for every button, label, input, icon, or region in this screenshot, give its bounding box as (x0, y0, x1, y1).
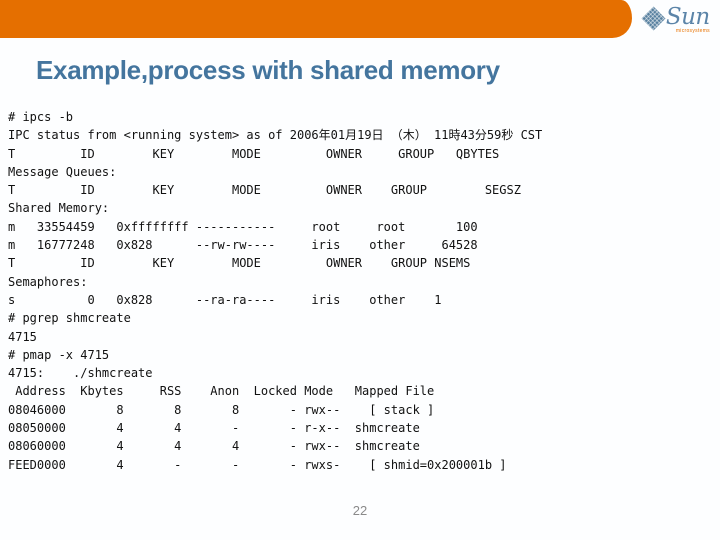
sun-brand-text: Sun (665, 4, 710, 30)
terminal-line: Message Queues: (8, 164, 117, 179)
terminal-line: 08060000 4 4 4 - rwx-- shmcreate (8, 439, 420, 454)
sun-logo: Sun microsystems (641, 5, 710, 34)
terminal-line: 4715: ./shmcreate (8, 366, 153, 381)
terminal-line: m 33554459 0xffffffff ----------- root r… (8, 219, 478, 234)
page-title: Example,process with shared memory (36, 55, 500, 85)
terminal-line: m 16777248 0x828 --rw-rw---- iris other … (8, 238, 478, 253)
terminal-line: Shared Memory: (8, 201, 110, 216)
terminal-line: IPC status from <running system> as of 2… (8, 128, 543, 143)
terminal-line: Address Kbytes RSS Anon Locked Mode Mapp… (8, 384, 435, 399)
terminal-line: # pgrep shmcreate (8, 311, 131, 326)
terminal-output: # ipcs -b IPC status from <running system… (8, 108, 542, 474)
header-bar (0, 0, 632, 38)
terminal-line: 4715 (8, 329, 37, 344)
sun-subbrand-text: microsystems (675, 28, 710, 34)
terminal-line: # ipcs -b (8, 110, 74, 124)
terminal-line: 08046000 8 8 8 - rwx-- [ stack ] (8, 402, 435, 417)
terminal-line: s 0 0x828 --ra-ra---- iris other 1 (8, 292, 442, 307)
terminal-line: Semaphores: (8, 274, 88, 289)
terminal-line: FEED0000 4 - - - rwxs- [ shmid=0x200001b… (8, 457, 507, 472)
page-number: 22 (352, 503, 368, 518)
terminal-line: T ID KEY MODE OWNER GROUP QBYTES (8, 146, 500, 161)
terminal-line: T ID KEY MODE OWNER GROUP SEGSZ (8, 183, 521, 198)
sun-diamond-icon (641, 6, 666, 31)
terminal-line: # pmap -x 4715 (8, 347, 110, 362)
sun-wordmark: Sun microsystems (666, 5, 710, 34)
terminal-line: T ID KEY MODE OWNER GROUP NSEMS (8, 256, 471, 271)
terminal-line: 08050000 4 4 - - r-x-- shmcreate (8, 421, 420, 436)
